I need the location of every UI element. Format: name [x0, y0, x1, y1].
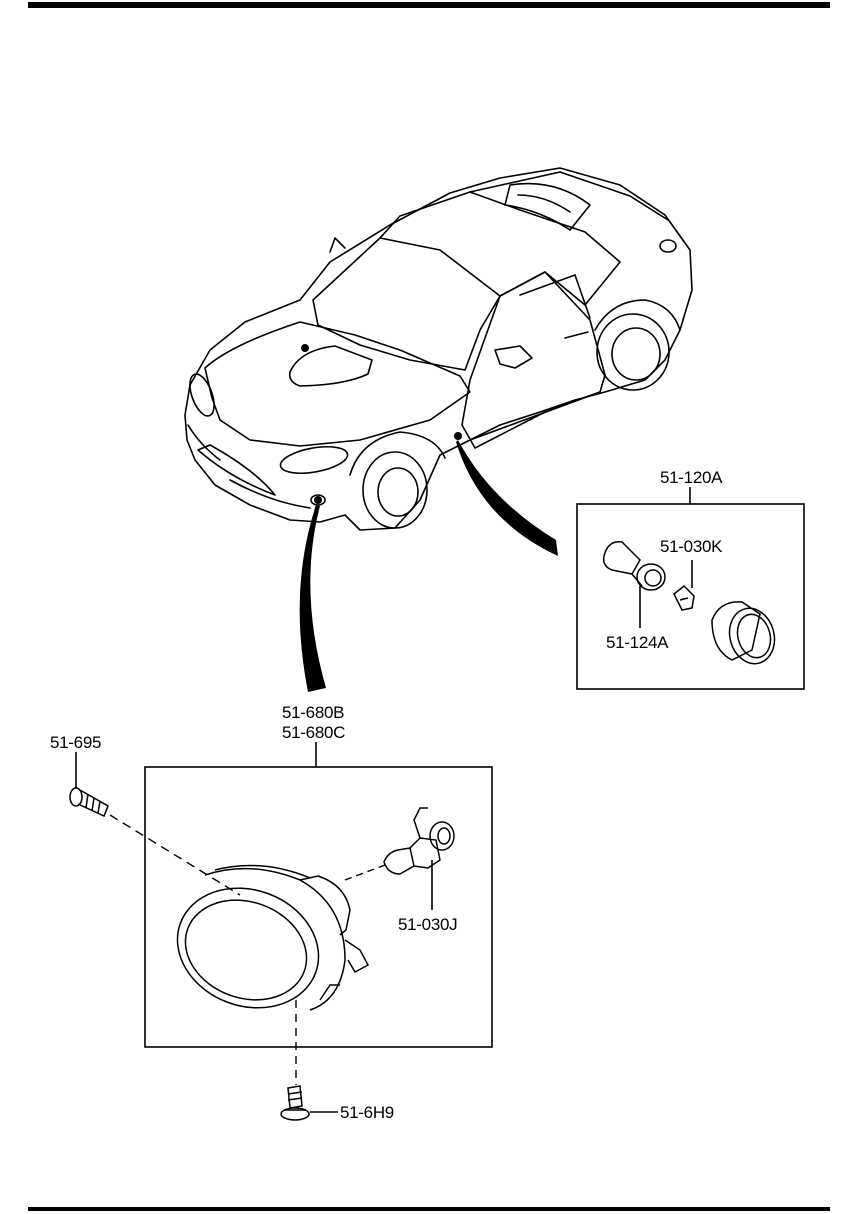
- bulb-dashed-line: [344, 864, 386, 881]
- label-51-680C: 51-680C: [282, 723, 345, 742]
- label-51-6H9: 51-6H9: [340, 1103, 394, 1122]
- fog-lamp-bulb-drawing: [383, 807, 455, 875]
- fog-lamp-group: 51-680B 51-680C 51-030J: [109, 703, 493, 1085]
- label-51-030K: 51-030K: [660, 537, 723, 556]
- side-marker-location-dot: [454, 432, 462, 440]
- hood-location-dot: [301, 344, 309, 352]
- label-51-680B: 51-680B: [282, 703, 344, 722]
- label-51-124A: 51-124A: [606, 633, 669, 652]
- bottom-border-rule: [28, 1207, 830, 1211]
- car-illustration: [184, 167, 693, 531]
- side-marker-socket-drawing: [602, 541, 666, 591]
- side-marker-bulb-drawing: [673, 584, 695, 611]
- label-51-120A: 51-120A: [660, 468, 723, 487]
- fog-lamp-callout-arrow: [299, 505, 326, 692]
- fog-lamp-location-dot: [314, 496, 322, 504]
- label-51-695: 51-695: [50, 733, 101, 752]
- bolt-drawing: [69, 787, 109, 818]
- top-border-rule: [28, 2, 830, 8]
- side-marker-group: 51-120A 51-124A 51-030K: [576, 468, 805, 690]
- bolt-dashed-line: [109, 814, 241, 896]
- label-51-030J: 51-030J: [398, 915, 457, 934]
- screw-drawing: [280, 1085, 310, 1121]
- side-marker-box: [576, 503, 805, 690]
- side-marker-callout-arrow: [456, 440, 558, 556]
- fog-lamp-drawing: [176, 864, 370, 1011]
- side-marker-lens-drawing: [711, 601, 776, 665]
- fog-lamp-box: [144, 766, 493, 1048]
